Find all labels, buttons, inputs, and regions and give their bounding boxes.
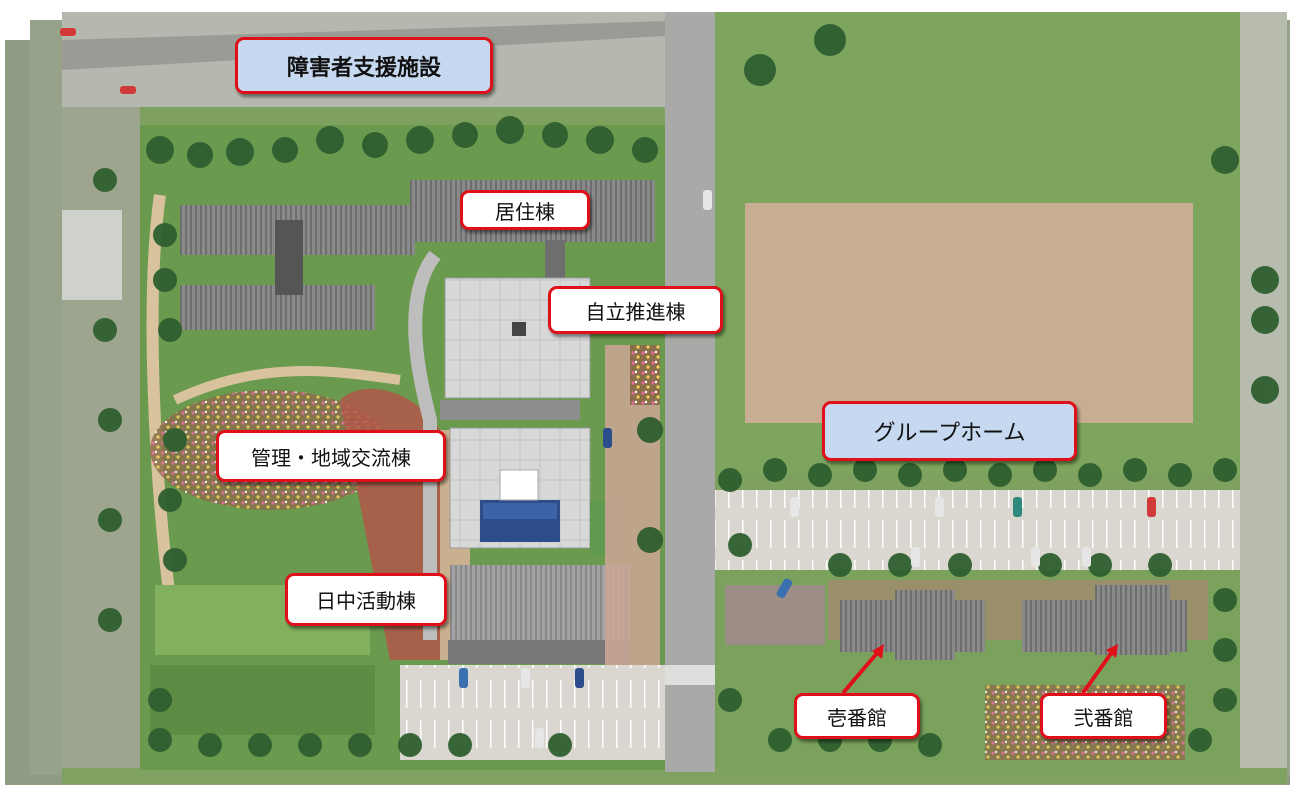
sports-field (745, 203, 1193, 423)
house2-arrow (1081, 644, 1118, 695)
daytime-activity-building-label: 日中活動棟 (285, 573, 447, 626)
independence-building-label: 自立推進棟 (548, 286, 723, 334)
house1-arrow (841, 644, 884, 695)
house1-label: 壱番館 (794, 693, 920, 739)
facility-label: 障害者支援施設 (235, 37, 493, 94)
admin-community-building-label: 管理・地域交流棟 (216, 430, 446, 482)
grouphome-label: グループホーム (822, 401, 1077, 461)
main-road (665, 12, 715, 772)
residence-building-label: 居住棟 (460, 190, 590, 230)
house2-label: 弐番館 (1040, 693, 1167, 739)
